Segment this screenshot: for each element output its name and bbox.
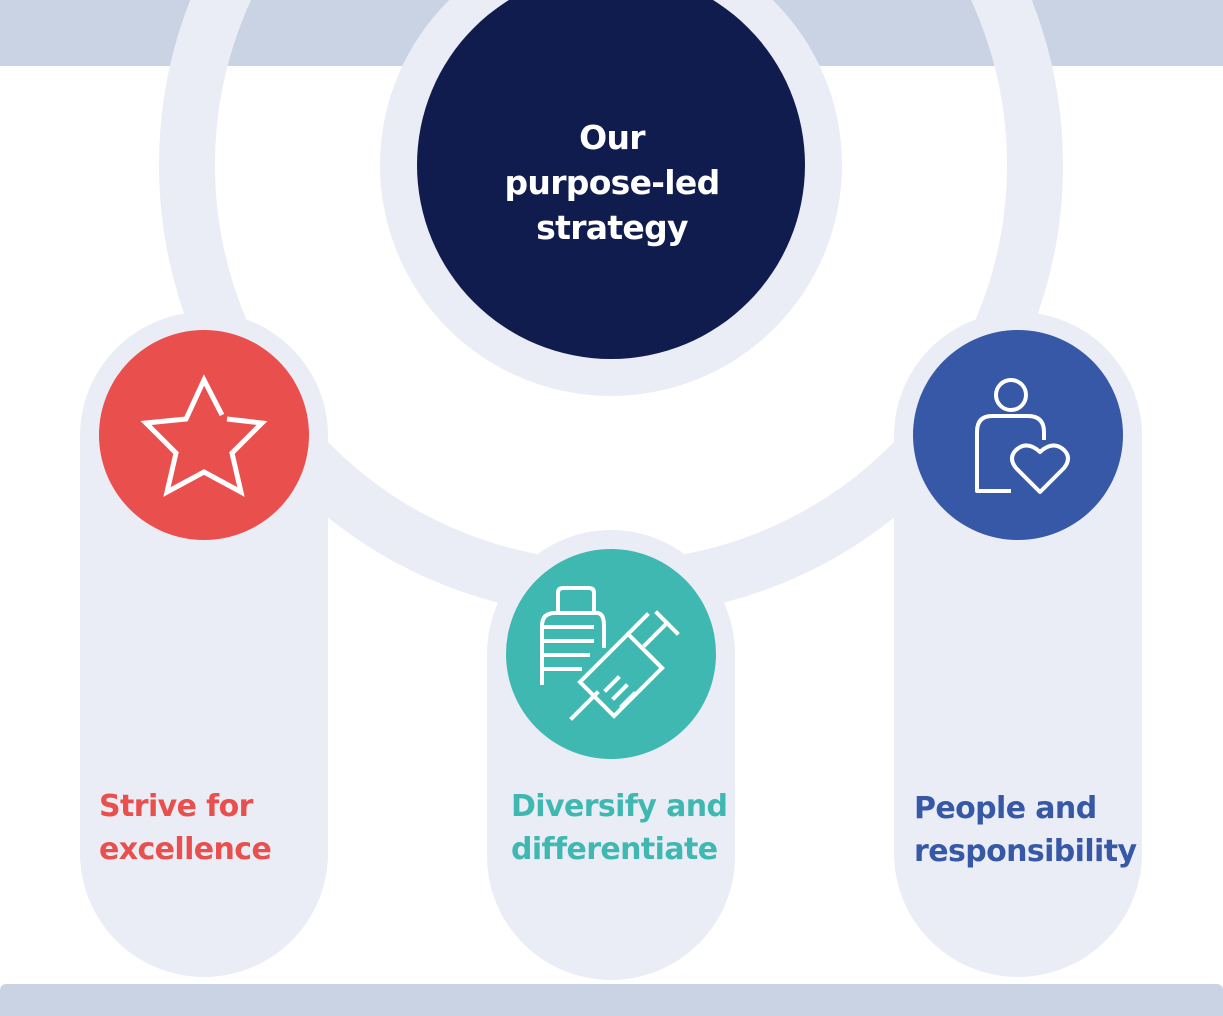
star-icon bbox=[140, 374, 268, 497]
title-line-2: purpose-led bbox=[504, 163, 720, 202]
title-line-3: strategy bbox=[536, 208, 688, 247]
pillar-label-line: Strive for bbox=[99, 789, 253, 824]
title-line-1: Our bbox=[579, 118, 645, 157]
star-badge bbox=[99, 330, 309, 540]
pillar-label-line: differentiate bbox=[511, 832, 718, 867]
pillar-label-people: People and responsibility bbox=[914, 787, 1137, 873]
pillar-label-diversify: Diversify and differentiate bbox=[511, 785, 728, 871]
center-disc bbox=[417, 0, 805, 359]
vaccine-badge bbox=[506, 549, 716, 759]
pillar-label-excellence: Strive for excellence bbox=[99, 785, 272, 871]
bottom-banner bbox=[0, 984, 1223, 1016]
pillar-label-line: responsibility bbox=[914, 834, 1137, 869]
pillar-label-line: Diversify and bbox=[511, 789, 728, 824]
person-heart-icon bbox=[975, 378, 1070, 494]
pillar-label-line: excellence bbox=[99, 832, 272, 867]
vaccine-syringe-icon bbox=[540, 586, 680, 721]
person-badge bbox=[913, 330, 1123, 540]
page-title: Our purpose-led strategy bbox=[436, 115, 788, 250]
pillar-label-line: People and bbox=[914, 791, 1097, 826]
